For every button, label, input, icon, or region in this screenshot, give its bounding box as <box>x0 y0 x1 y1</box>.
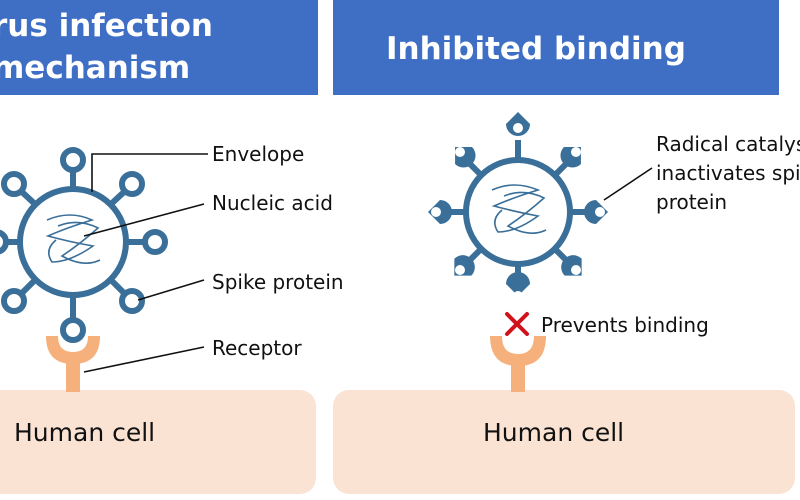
inactivated-spikes <box>428 112 608 296</box>
left-virus <box>0 147 168 343</box>
left-callout-lines <box>83 153 208 373</box>
human-cell-right: Human cell <box>333 390 795 494</box>
human-cell-right-label: Human cell <box>483 418 625 447</box>
left-title-banner: rus infection mechanism <box>0 0 318 95</box>
nucleic-acid-label: Nucleic acid <box>212 191 333 215</box>
right-title: Inhibited binding <box>386 31 686 67</box>
prevents-binding-label: Prevents binding <box>541 313 709 337</box>
catalyst-line3: protein <box>656 190 728 214</box>
catalyst-callout: Radical catalyst inactivates spike prote… <box>656 130 800 220</box>
spike-protein-label: Spike protein <box>212 270 344 294</box>
human-cell-left-label: Human cell <box>14 418 156 447</box>
envelope-label: Envelope <box>212 142 305 166</box>
receptor-label: Receptor <box>212 336 302 360</box>
catalyst-line2: inactivates spike <box>656 161 800 185</box>
right-title-banner: Inhibited binding <box>333 0 779 95</box>
left-nucleic-acid <box>45 214 101 264</box>
x-mark-icon <box>505 312 529 336</box>
human-cell-left: Human cell <box>0 390 316 494</box>
right-callout-line <box>603 167 653 201</box>
right-nucleic-acid <box>491 184 547 234</box>
left-title-line1: rus infection <box>0 8 213 44</box>
catalyst-line1: Radical catalyst <box>656 132 800 156</box>
left-title-line2: mechanism <box>0 50 191 86</box>
